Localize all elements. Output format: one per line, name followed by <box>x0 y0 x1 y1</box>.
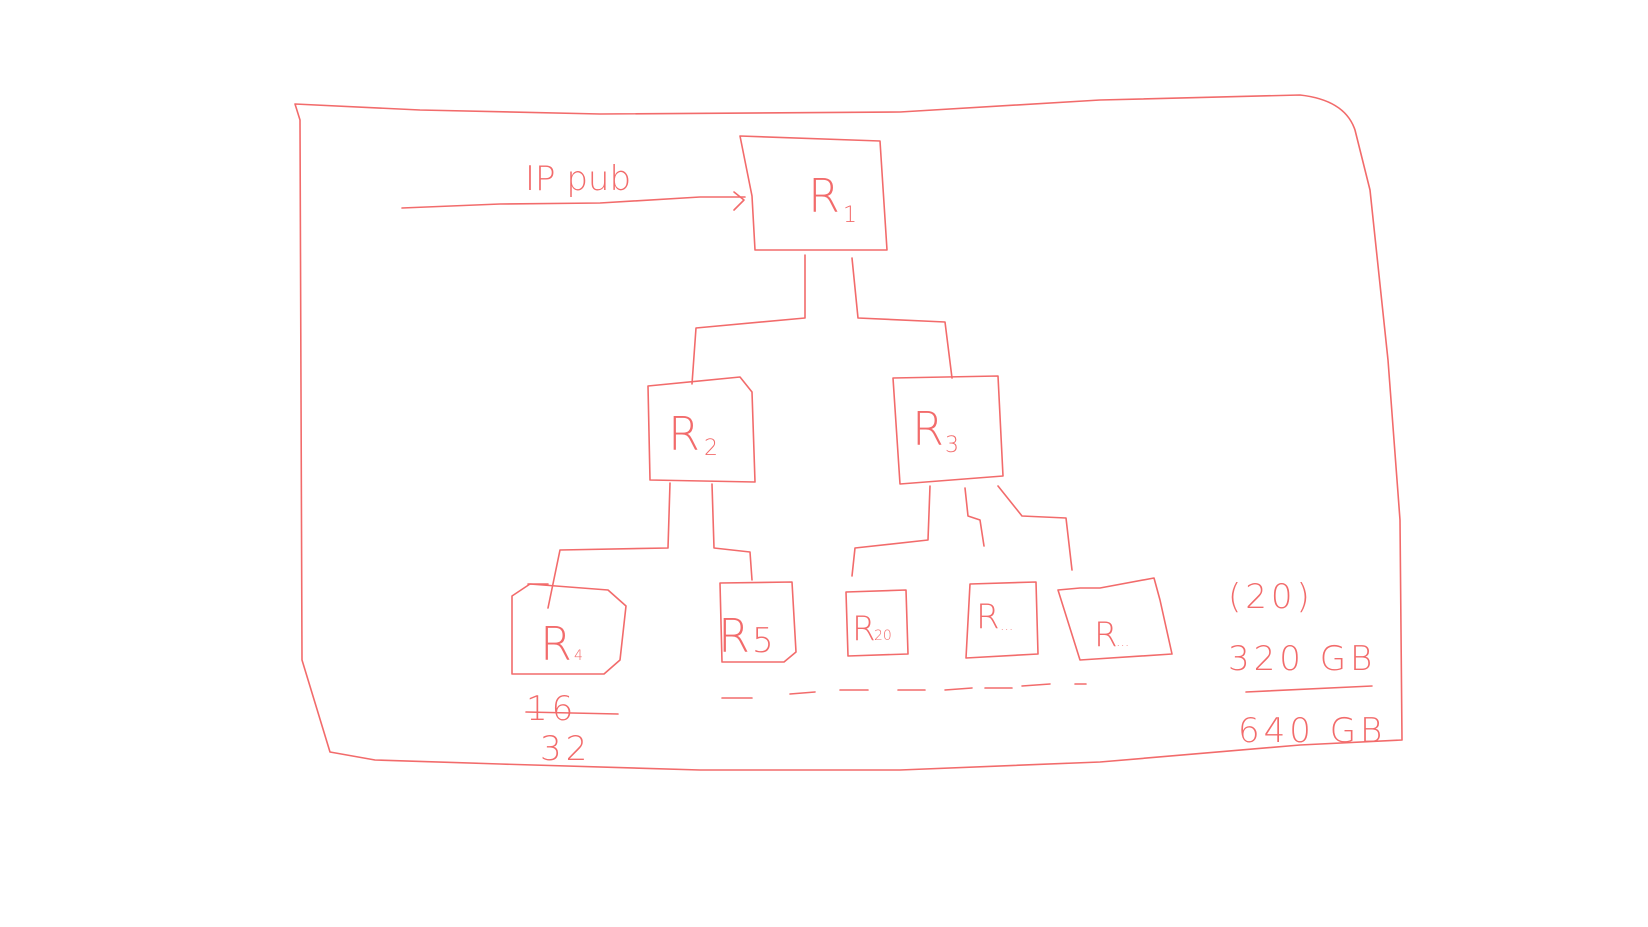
link-r3-r-b <box>997 485 1073 571</box>
link-r3-r-a <box>964 487 985 547</box>
link-r2-r4 <box>547 482 671 609</box>
input-arrow-label: IP pub <box>525 159 631 199</box>
node-r-b-letter: R <box>1094 615 1118 655</box>
node-r1-sub: 1 <box>843 203 857 228</box>
link-r1-r3 <box>851 257 953 379</box>
node-r20: R 20 <box>845 589 909 657</box>
node-r5-letter: R <box>718 609 750 663</box>
dashed-continuation <box>721 683 1087 699</box>
link-r3-r20 <box>851 485 931 577</box>
node-r-b-sub: ... <box>1116 634 1129 650</box>
node-r-a-letter: R <box>976 597 1000 637</box>
node-r-a-sub: ... <box>1000 618 1013 634</box>
note-left-bottom: 32 <box>540 729 591 769</box>
node-r2-sub: 2 <box>704 436 718 461</box>
node-r3-sub: 3 <box>945 433 959 458</box>
node-r5-sub: 5 <box>752 621 774 661</box>
node-r2: R 2 <box>647 376 756 483</box>
node-r20-sub: 20 <box>874 628 892 644</box>
node-r4: R 4 <box>511 583 627 675</box>
note-left-top: 16 <box>526 689 577 729</box>
node-r4-letter: R <box>540 617 572 671</box>
note-right-count: (20) <box>1228 577 1314 617</box>
outer-frame <box>294 94 1403 771</box>
node-r-b: R ... <box>1057 577 1173 661</box>
node-r2-letter: R <box>668 407 700 461</box>
node-r20-letter: R <box>852 609 876 649</box>
node-r-a: R ... <box>965 581 1039 659</box>
link-r2-r5 <box>711 483 753 581</box>
node-r3-letter: R <box>912 402 944 456</box>
node-r1-letter: R <box>808 169 840 223</box>
link-r1-r2 <box>691 254 806 385</box>
note-right-mid: 320 GB <box>1228 639 1376 679</box>
note-right-bottom: 640 GB <box>1238 711 1386 751</box>
node-r1: R 1 <box>739 135 888 251</box>
node-r4-sub: 4 <box>574 648 583 664</box>
node-r3: R 3 <box>892 375 1004 485</box>
input-arrow: IP pub <box>401 159 746 211</box>
node-r5: R 5 <box>718 581 797 663</box>
note-right-divider <box>1245 685 1373 693</box>
note-left-underline <box>525 711 619 715</box>
